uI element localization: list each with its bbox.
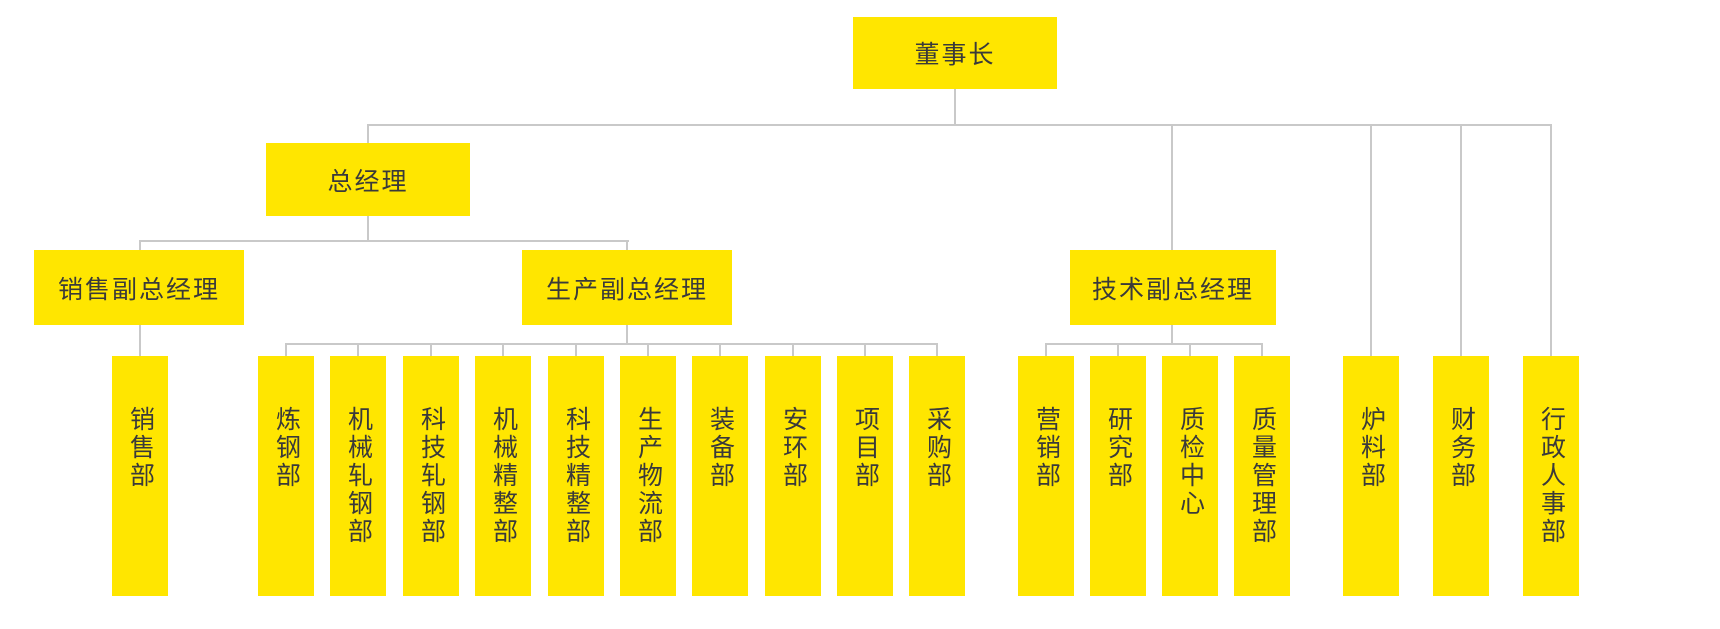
dept-label: 项目部 (851, 406, 880, 490)
connector-drop-quality-inspection (1189, 343, 1191, 356)
dept-label: 炼钢部 (272, 406, 301, 490)
connector-drop-sales-deputy (139, 240, 141, 250)
connector-drop-general-manager (367, 124, 369, 143)
org-node-dept-tech-finishing: 科技精整部 (548, 356, 604, 596)
connector-drop-mech-rolling (357, 343, 359, 356)
dept-label: 销售部 (126, 406, 155, 490)
connector-sales-dept (139, 325, 141, 356)
org-node-dept-research: 研究部 (1090, 356, 1146, 596)
connector-production-bus (285, 343, 938, 345)
dept-label: 炉料部 (1357, 406, 1386, 490)
org-node-dept-quality-inspection: 质检中心 (1162, 356, 1218, 596)
connector-drop-project (864, 343, 866, 356)
connector-drop-logistics (647, 343, 649, 356)
org-node-dept-project: 项目部 (837, 356, 893, 596)
org-node-production-deputy: 生产副总经理 (522, 250, 732, 325)
org-node-dept-admin-hr: 行政人事部 (1523, 356, 1579, 596)
dept-label: 机械轧钢部 (344, 406, 373, 546)
dept-label: 生产物流部 (634, 406, 663, 546)
connector-drop-furnace-material-dept (1370, 124, 1372, 356)
org-node-dept-mech-finishing: 机械精整部 (475, 356, 531, 596)
connector-top-bus (367, 124, 1552, 126)
org-node-general-manager: 总经理 (266, 143, 470, 216)
connector-general-manager-riser (367, 216, 369, 240)
org-node-dept-equipment: 装备部 (692, 356, 748, 596)
org-node-dept-tech-rolling: 科技轧钢部 (403, 356, 459, 596)
connector-drop-technology-deputy (1171, 124, 1173, 250)
connector-drop-admin-hr-dept (1550, 124, 1552, 356)
dept-label: 机械精整部 (489, 406, 518, 546)
org-node-dept-sales: 销售部 (112, 356, 168, 596)
connector-drop-equipment (719, 343, 721, 356)
connector-technology-riser (1171, 325, 1173, 343)
org-node-dept-quality-management: 质量管理部 (1234, 356, 1290, 596)
dept-label: 科技精整部 (562, 406, 591, 546)
connector-drop-research (1117, 343, 1119, 356)
org-node-technology-deputy: 技术副总经理 (1070, 250, 1276, 325)
org-node-dept-marketing: 营销部 (1018, 356, 1074, 596)
connector-drop-safety-env (792, 343, 794, 356)
org-node-dept-safety-env: 安环部 (765, 356, 821, 596)
connector-drop-procurement (936, 343, 938, 356)
connector-drop-steelmaking (285, 343, 287, 356)
dept-label: 科技轧钢部 (417, 406, 446, 546)
org-node-dept-procurement: 采购部 (909, 356, 965, 596)
connector-drop-quality-management (1261, 343, 1263, 356)
connector-general-manager-bus (139, 240, 629, 242)
connector-technology-bus (1045, 343, 1263, 345)
dept-label: 行政人事部 (1537, 406, 1566, 546)
org-node-dept-steelmaking: 炼钢部 (258, 356, 314, 596)
connector-drop-production-deputy (626, 240, 628, 250)
dept-label: 质检中心 (1176, 406, 1205, 518)
connector-drop-tech-rolling (430, 343, 432, 356)
org-node-dept-mech-rolling: 机械轧钢部 (330, 356, 386, 596)
connector-drop-finance-dept (1460, 124, 1462, 356)
org-node-dept-finance: 财务部 (1433, 356, 1489, 596)
connector-drop-mech-finishing (502, 343, 504, 356)
dept-label: 财务部 (1447, 406, 1476, 490)
connector-chairman-riser (954, 89, 956, 124)
org-node-dept-furnace-material: 炉料部 (1343, 356, 1399, 596)
org-node-dept-logistics: 生产物流部 (620, 356, 676, 596)
dept-label: 安环部 (779, 406, 808, 490)
org-node-sales-deputy: 销售副总经理 (34, 250, 244, 325)
connector-drop-marketing (1045, 343, 1047, 356)
dept-label: 装备部 (706, 406, 735, 490)
dept-label: 营销部 (1032, 406, 1061, 490)
dept-label: 采购部 (923, 406, 952, 490)
dept-label: 研究部 (1104, 406, 1133, 490)
org-node-chairman: 董事长 (853, 17, 1057, 89)
dept-label: 质量管理部 (1248, 406, 1277, 546)
connector-production-riser (626, 325, 628, 343)
connector-drop-tech-finishing (575, 343, 577, 356)
